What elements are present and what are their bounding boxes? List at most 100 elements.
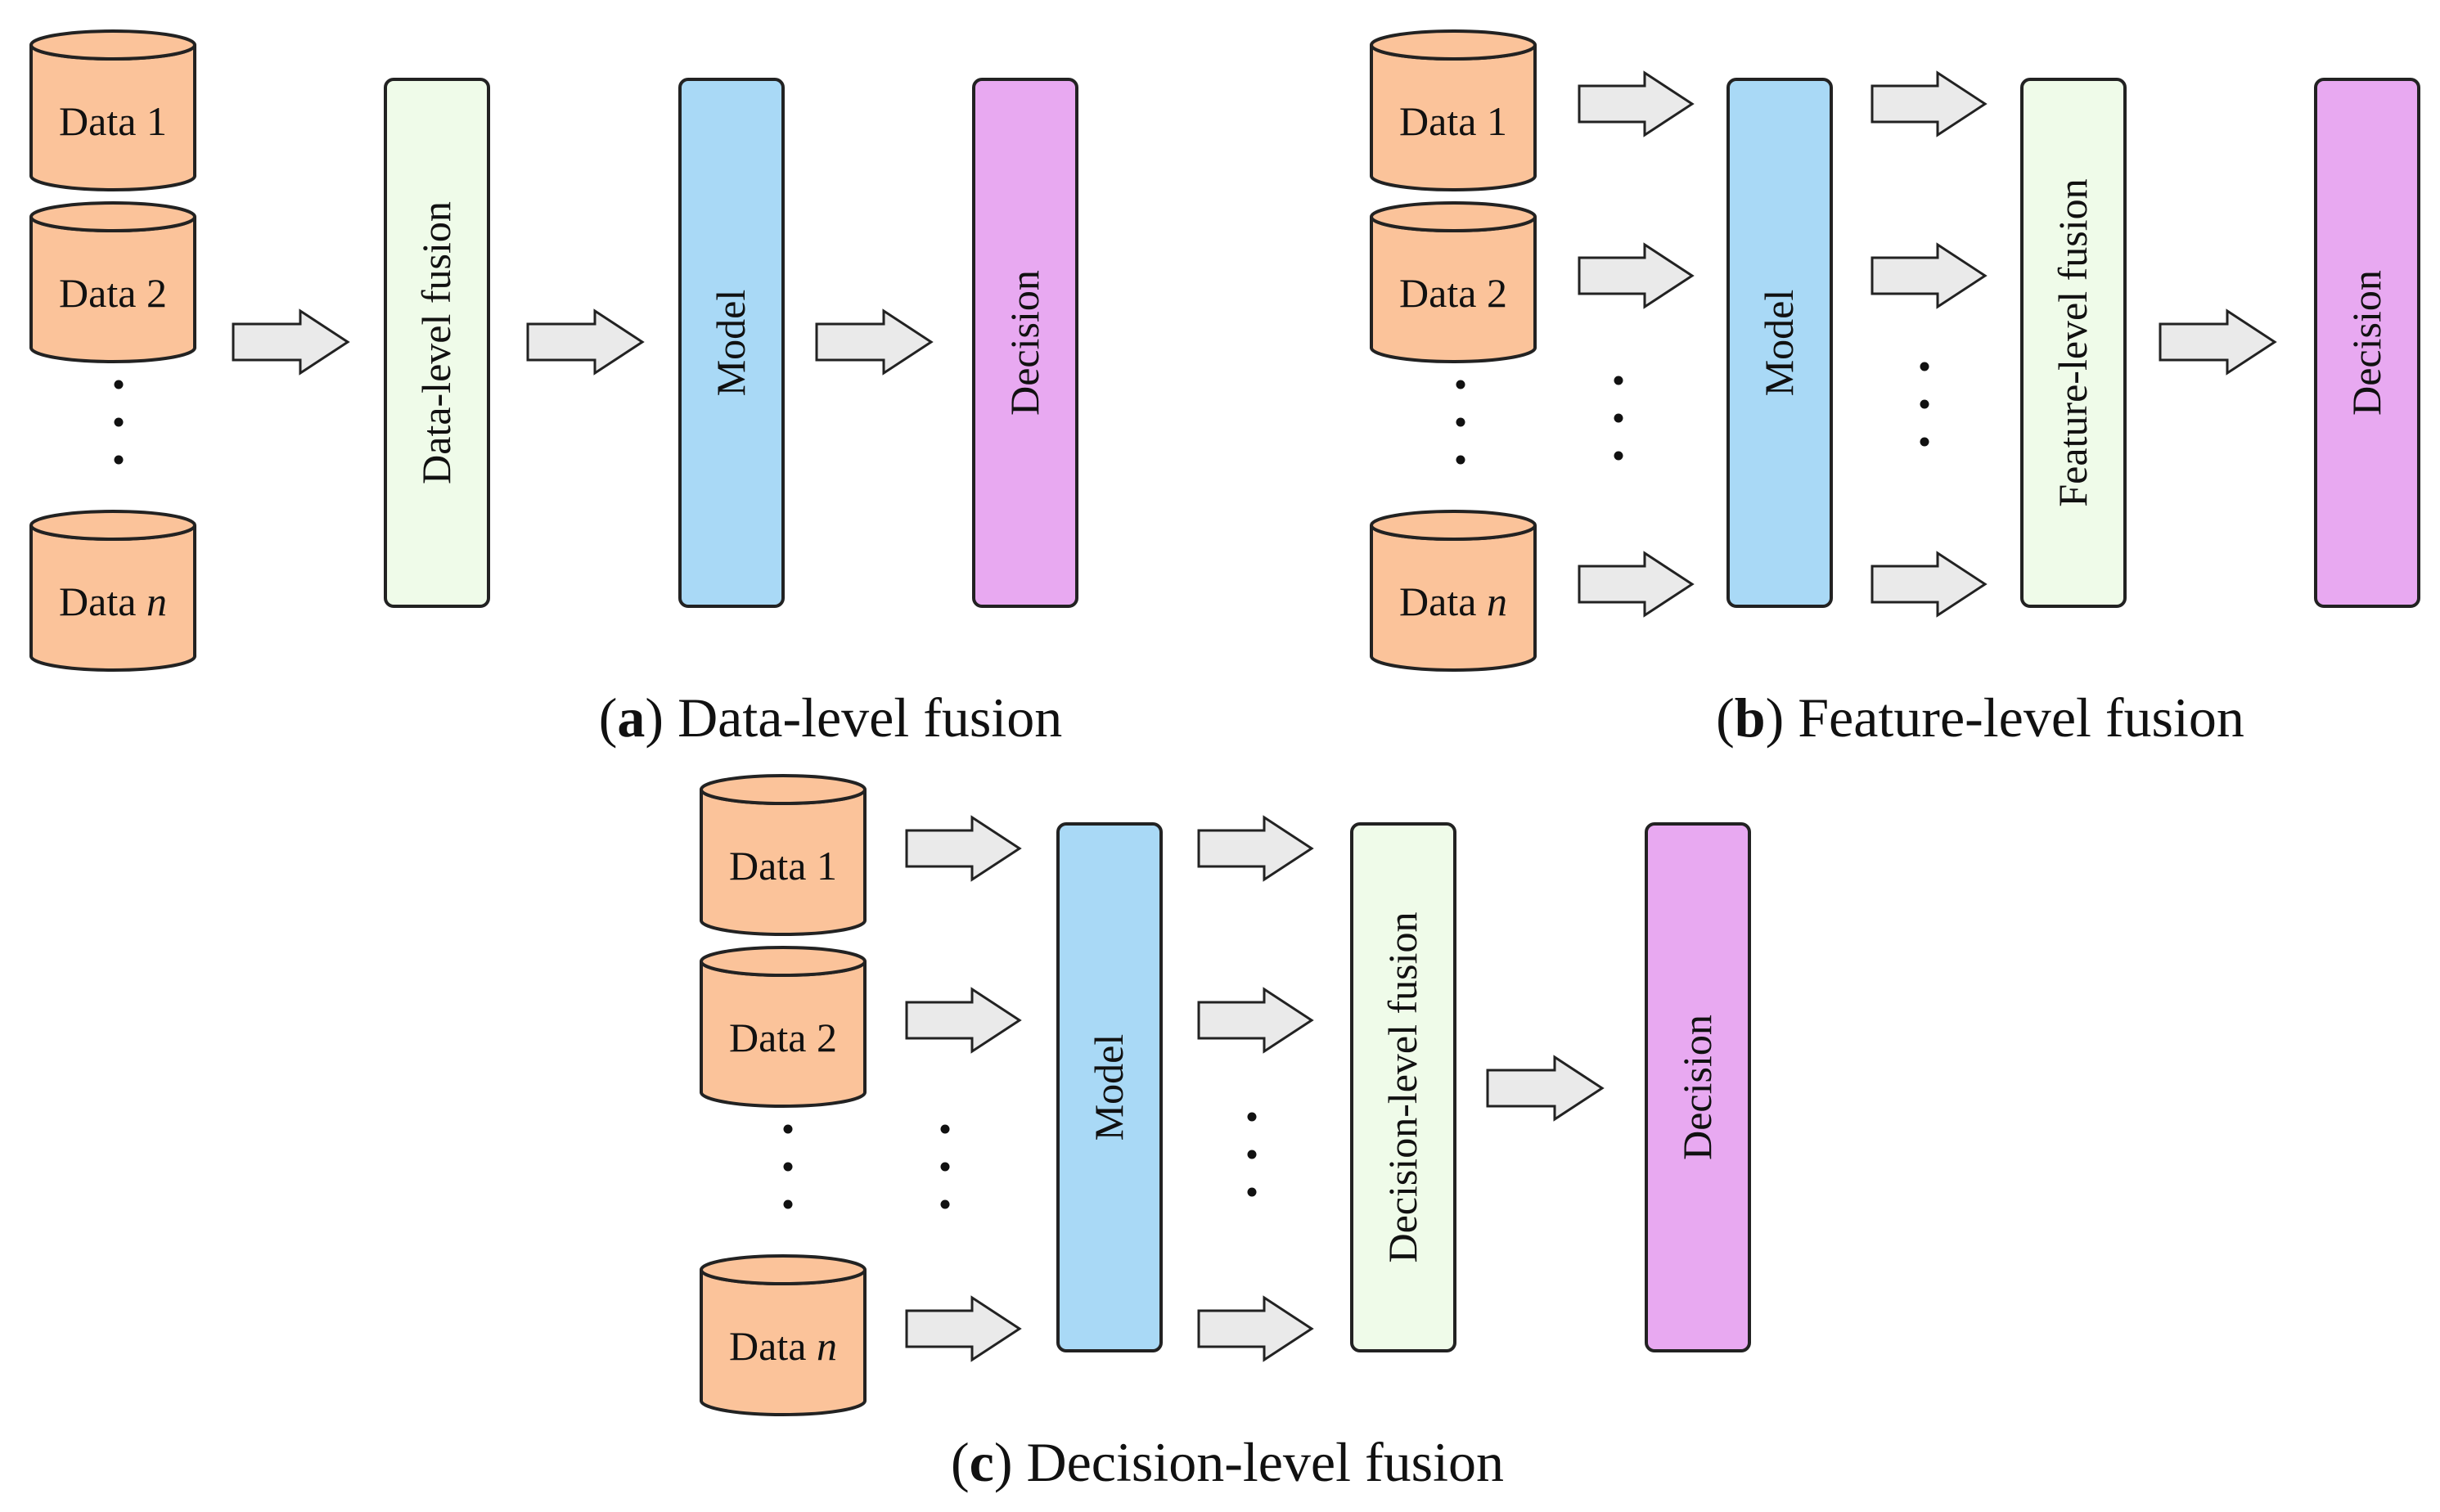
ellipsis-dot [114,380,124,389]
data-source-cylinder: Data 1 [1370,29,1537,191]
decision-block [972,78,1078,608]
fusion-block [1350,822,1456,1352]
cylinder-top [29,201,196,232]
data-source-cylinder: Data 2 [29,201,196,363]
data-source-index: 1 [136,98,167,144]
flow-arrow [1486,1055,1605,1122]
ellipsis-dot [114,455,124,465]
cylinder-top [29,510,196,541]
caption-text: Data-level fusion [678,686,1062,749]
flow-arrow [815,308,934,376]
data-source-name: Data [1399,578,1476,624]
data-source-index: n [136,578,167,624]
caption-letter: b [1735,686,1766,749]
data-source-label: Data 1 [59,98,167,144]
ellipsis-dot [940,1199,950,1209]
ellipsis-dot [1614,376,1623,385]
caption-text: Feature-level fusion [1798,686,2244,749]
flow-arrow [1871,551,1988,618]
model-block-label: Model [1756,290,1802,397]
caption-paren-close: ) [645,686,678,749]
flow-arrow [2159,308,2277,376]
data-source-label: Data 2 [59,270,167,316]
caption-paren-close: ) [994,1431,1027,1493]
flow-arrow [1197,815,1314,882]
data-source-name: Data [59,98,136,144]
data-source-name: Data [1399,270,1476,316]
data-source-cylinder: Data n [29,510,196,672]
ellipsis-dot [783,1124,793,1134]
fusion-block-label: Data-level fusion [413,201,459,484]
fusion-block [2020,78,2127,608]
panel-caption: (a) Data-level fusion [599,686,1062,749]
data-source-index: n [1476,578,1507,624]
model-block [1726,78,1833,608]
data-source-name: Data [59,270,136,316]
caption-paren-open: ( [951,1431,970,1493]
model-block [1056,822,1163,1352]
caption-paren-open: ( [1716,686,1735,749]
data-source-name: Data [729,1015,806,1060]
ellipsis-dot [783,1199,793,1209]
data-source-index: 1 [806,843,837,889]
ellipsis-dot [1456,417,1465,427]
cylinder-top [700,946,867,977]
data-source-label: Data n [1399,578,1507,624]
panel-caption: (b) Feature-level fusion [1716,686,2244,749]
flow-arrow [1578,70,1695,137]
ellipsis-dot [1247,1112,1257,1122]
ellipsis-dot [940,1162,950,1172]
cylinder-top [1370,510,1537,541]
decision-block [1645,822,1751,1352]
ellipsis-dot [1920,437,1929,447]
data-source-index: 2 [1476,270,1507,316]
data-source-cylinder: Data n [1370,510,1537,672]
data-source-label: Data n [729,1323,837,1369]
data-source-index: 2 [136,270,167,316]
data-source-name: Data [729,1323,806,1369]
decision-block-label: Decision [2343,270,2389,416]
data-source-cylinder: Data 2 [700,946,867,1108]
caption-letter: a [617,686,645,749]
decision-block [2314,78,2420,608]
flow-arrow [1197,1295,1314,1362]
fusion-block-label: Decision-level fusion [1380,911,1425,1262]
ellipsis-dot [114,417,124,427]
ellipsis-dot [1247,1150,1257,1159]
flow-arrow [1871,70,1988,137]
ellipsis-dot [1456,380,1465,389]
flow-arrow [1578,242,1695,309]
data-source-label: Data n [59,578,167,624]
data-source-index: 2 [806,1015,837,1060]
ellipsis-dot [1920,362,1929,371]
data-source-cylinder: Data 2 [1370,201,1537,363]
data-source-name: Data [729,843,806,889]
cylinder-top [1370,201,1537,232]
data-source-cylinder: Data 1 [29,29,196,191]
model-block-label: Model [1086,1034,1132,1141]
data-source-label: Data 2 [729,1015,837,1060]
caption-letter: c [970,1431,994,1493]
fusion-block-label: Feature-level fusion [2050,178,2096,506]
caption-paren-open: ( [599,686,618,749]
model-block-label: Model [708,290,754,397]
flow-arrow [905,987,1022,1054]
data-source-label: Data 2 [1399,270,1507,316]
fusion-block [384,78,490,608]
flow-arrow [1578,551,1695,618]
flow-arrow [905,815,1022,882]
data-source-name: Data [1399,98,1476,144]
decision-block-label: Decision [1002,270,1047,416]
flow-arrow [1197,987,1314,1054]
cylinder-top [29,29,196,61]
ellipsis-dot [1456,455,1465,465]
cylinder-top [700,1254,867,1285]
data-source-cylinder: Data 1 [700,774,867,936]
model-block [678,78,785,608]
data-source-label: Data 1 [729,843,837,889]
cylinder-top [700,774,867,805]
